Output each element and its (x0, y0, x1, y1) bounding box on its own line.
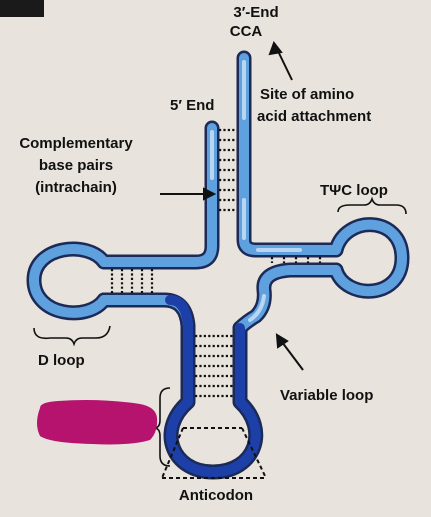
label-3prime-end: 3′-End (233, 4, 278, 21)
d-loop-bracket (33, 325, 111, 347)
label-d-loop: D loop (38, 352, 85, 369)
label-comp-line3: (intrachain) (35, 179, 117, 196)
label-5prime-end: 5′ End (170, 97, 214, 114)
label-site-line2: acid attachment (257, 108, 371, 125)
anticodon-box (161, 427, 267, 479)
label-site-line1: Site of amino (260, 86, 354, 103)
arrow-complementary-head (203, 187, 217, 201)
d-arm-top (99, 123, 217, 267)
d-loop (29, 244, 109, 318)
t-arm-bottom (235, 265, 341, 333)
trna-strands (26, 50, 410, 480)
t-loop (331, 219, 407, 297)
arrow-icon (160, 40, 304, 371)
label-comp-line2: base pairs (39, 157, 113, 174)
highlight-variable (248, 294, 266, 322)
label-comp-line1: Complementary (19, 135, 133, 152)
redaction-blob (37, 400, 158, 445)
label-tpsic-loop: TΨC loop (320, 182, 388, 199)
label-cca: CCA (230, 23, 263, 40)
d-arm-bottom-dark (165, 295, 193, 331)
arrow-site-head (268, 40, 283, 56)
corner-box (0, 0, 44, 17)
arrow-variable (281, 341, 304, 371)
label-anticodon: Anticodon (179, 487, 253, 504)
anticodon-arm (166, 321, 261, 477)
base-pairs (110, 128, 322, 398)
arrow-site (276, 48, 293, 81)
strand-3prime (239, 53, 341, 255)
arrow-variable-head (275, 333, 289, 349)
tpsic-bracket (337, 196, 407, 215)
label-variable-loop: Variable loop (280, 387, 373, 404)
